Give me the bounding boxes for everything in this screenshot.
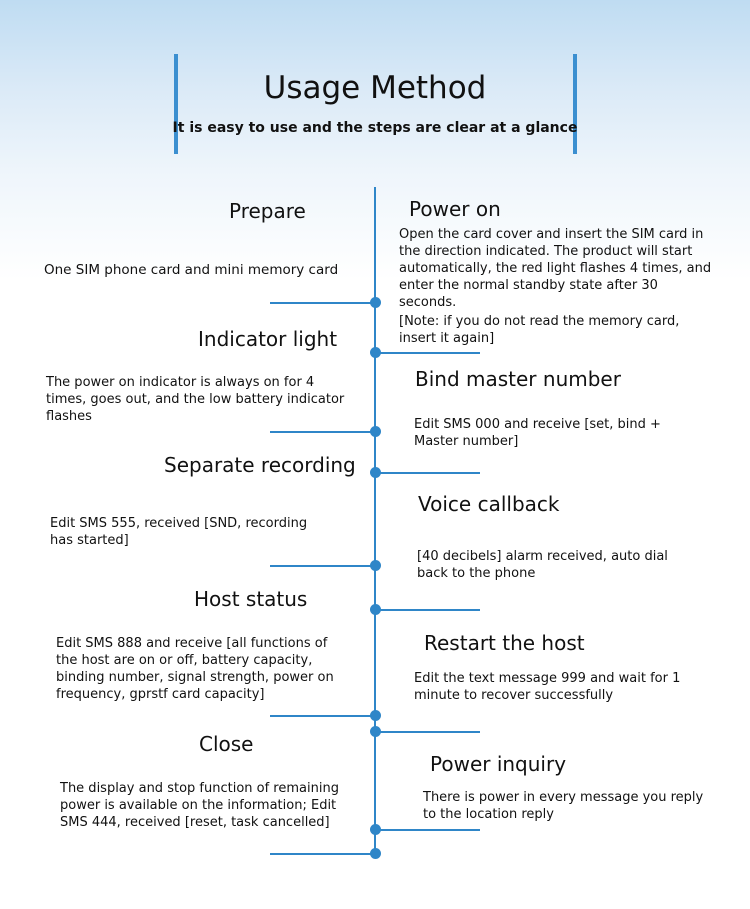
timeline-dot <box>370 297 381 308</box>
step-text-host-status: Edit SMS 888 and receive [all functions … <box>56 636 334 702</box>
header-left-bar <box>174 54 178 154</box>
step-text-power-inquiry: There is power in every message you repl… <box>423 790 704 822</box>
step-text-separate-recording: Edit SMS 555, received [SND, recording h… <box>50 516 308 548</box>
step-text-indicator-light: The power on indicator is always on for … <box>46 375 345 424</box>
connector-prepare <box>270 302 375 304</box>
page-title: Usage Method <box>263 70 487 106</box>
timeline-dot <box>370 426 381 437</box>
timeline-dot <box>370 726 381 737</box>
page-subtitle: It is easy to use and the steps are clea… <box>172 120 578 136</box>
connector-separate-recording <box>270 565 375 567</box>
step-heading-indicator-light: Indicator light <box>198 327 338 351</box>
connector-indicator-light <box>270 431 375 433</box>
timeline-spine <box>374 187 376 855</box>
step-text-bind-master-number: Edit SMS 000 and receive [set, bind + Ma… <box>414 417 661 449</box>
step-heading-host-status: Host status <box>194 587 308 611</box>
header-right-bar <box>573 54 577 154</box>
connector-host-status <box>270 715 375 717</box>
step-heading-separate-recording: Separate recording <box>164 453 356 477</box>
timeline-dot <box>370 347 381 358</box>
step-heading-bind-master-number: Bind master number <box>415 367 621 391</box>
step-heading-restart-the-host: Restart the host <box>424 631 585 655</box>
step-note-power-on: [Note: if you do not read the memory car… <box>399 314 680 346</box>
timeline-dot <box>370 824 381 835</box>
timeline-dot <box>370 560 381 571</box>
step-text-prepare: One SIM phone card and mini memory card <box>44 262 339 278</box>
connector-power-inquiry <box>270 853 375 855</box>
timeline-dot <box>370 710 381 721</box>
step-text-power-on: Open the card cover and insert the SIM c… <box>399 227 712 310</box>
step-heading-voice-callback: Voice callback <box>418 492 560 516</box>
timeline-dot <box>370 467 381 478</box>
connector-bind-master <box>375 472 480 474</box>
step-heading-prepare: Prepare <box>229 199 306 223</box>
timeline-dot <box>370 604 381 615</box>
step-heading-close: Close <box>199 732 254 756</box>
step-text-voice-callback: [40 decibels] alarm received, auto dial … <box>417 549 668 581</box>
connector-restart-host <box>375 731 480 733</box>
connector-power-on <box>375 352 480 354</box>
step-text-close: The display and stop function of remaini… <box>60 781 339 830</box>
step-heading-power-on: Power on <box>409 197 501 221</box>
timeline-dot <box>370 848 381 859</box>
step-text-restart-the-host: Edit the text message 999 and wait for 1… <box>414 671 681 703</box>
connector-voice-callback <box>375 609 480 611</box>
connector-close <box>375 829 480 831</box>
step-heading-power-inquiry: Power inquiry <box>430 752 567 776</box>
